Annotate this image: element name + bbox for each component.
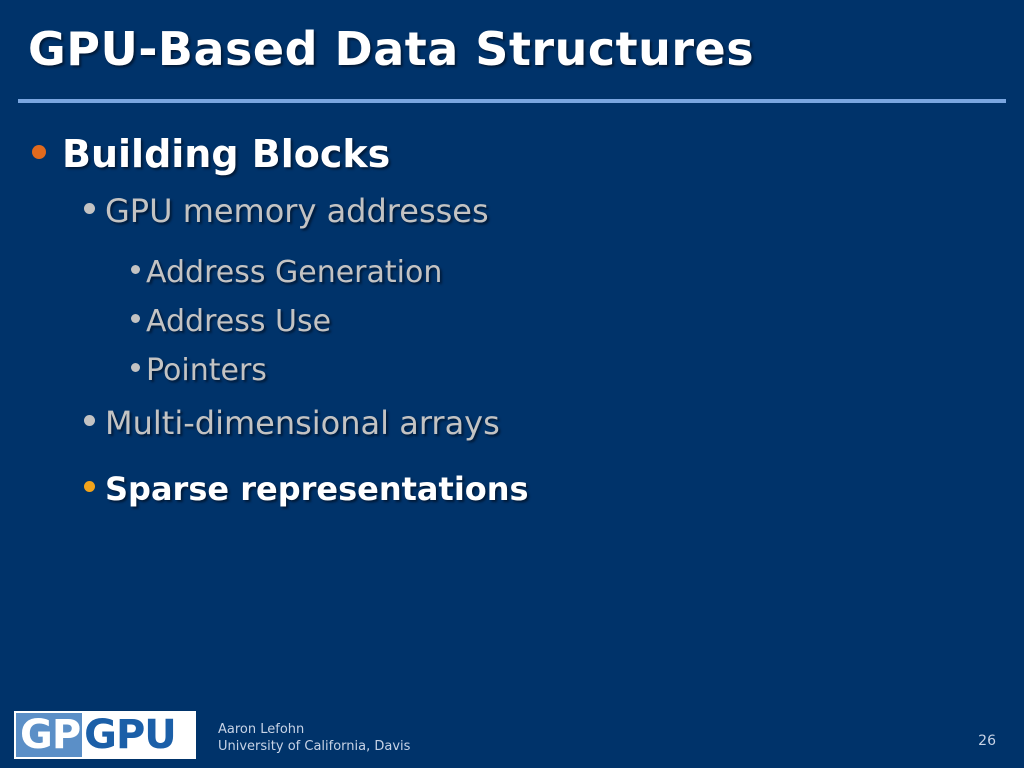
bullet-text: Sparse representations xyxy=(105,470,529,508)
bullet-text: Building Blocks xyxy=(62,132,391,176)
bullet-dot-icon xyxy=(84,415,95,426)
bullet-address-generation: Address Generation xyxy=(131,255,442,290)
author-affiliation: University of California, Davis xyxy=(218,739,411,754)
footer-credit: Aaron Lefohn University of California, D… xyxy=(218,721,410,755)
bullet-multi-dimensional-arrays: Multi-dimensional arrays xyxy=(84,404,500,442)
bullet-gpu-memory-addresses: GPU memory addresses xyxy=(84,192,489,230)
bullet-text: Pointers xyxy=(146,353,267,388)
page-number: 26 xyxy=(978,733,996,749)
bullet-text: Address Generation xyxy=(146,255,443,290)
bullet-pointers: Pointers xyxy=(131,353,267,388)
bullet-text: Multi-dimensional arrays xyxy=(105,404,500,442)
bullet-text: Address Use xyxy=(146,304,332,339)
bullet-dot-icon xyxy=(131,363,140,372)
bullet-dot-icon xyxy=(32,145,46,159)
logo-part-gp: GP xyxy=(16,713,83,757)
bullet-dot-icon xyxy=(84,203,95,214)
gpgpu-logo: GP GPU xyxy=(14,711,196,759)
bullet-dot-icon xyxy=(131,314,140,323)
title-divider xyxy=(18,99,1006,103)
bullet-text: GPU memory addresses xyxy=(105,192,489,230)
bullet-dot-icon xyxy=(131,265,140,274)
bullet-building-blocks: Building Blocks xyxy=(32,132,390,176)
bullet-dot-icon xyxy=(84,481,95,492)
slide-title: GPU-Based Data Structures xyxy=(28,22,755,76)
author-name: Aaron Lefohn xyxy=(218,722,305,737)
bullet-sparse-representations: Sparse representations xyxy=(84,470,529,508)
logo-part-gpu: GPU xyxy=(82,713,180,757)
bullet-address-use: Address Use xyxy=(131,304,331,339)
